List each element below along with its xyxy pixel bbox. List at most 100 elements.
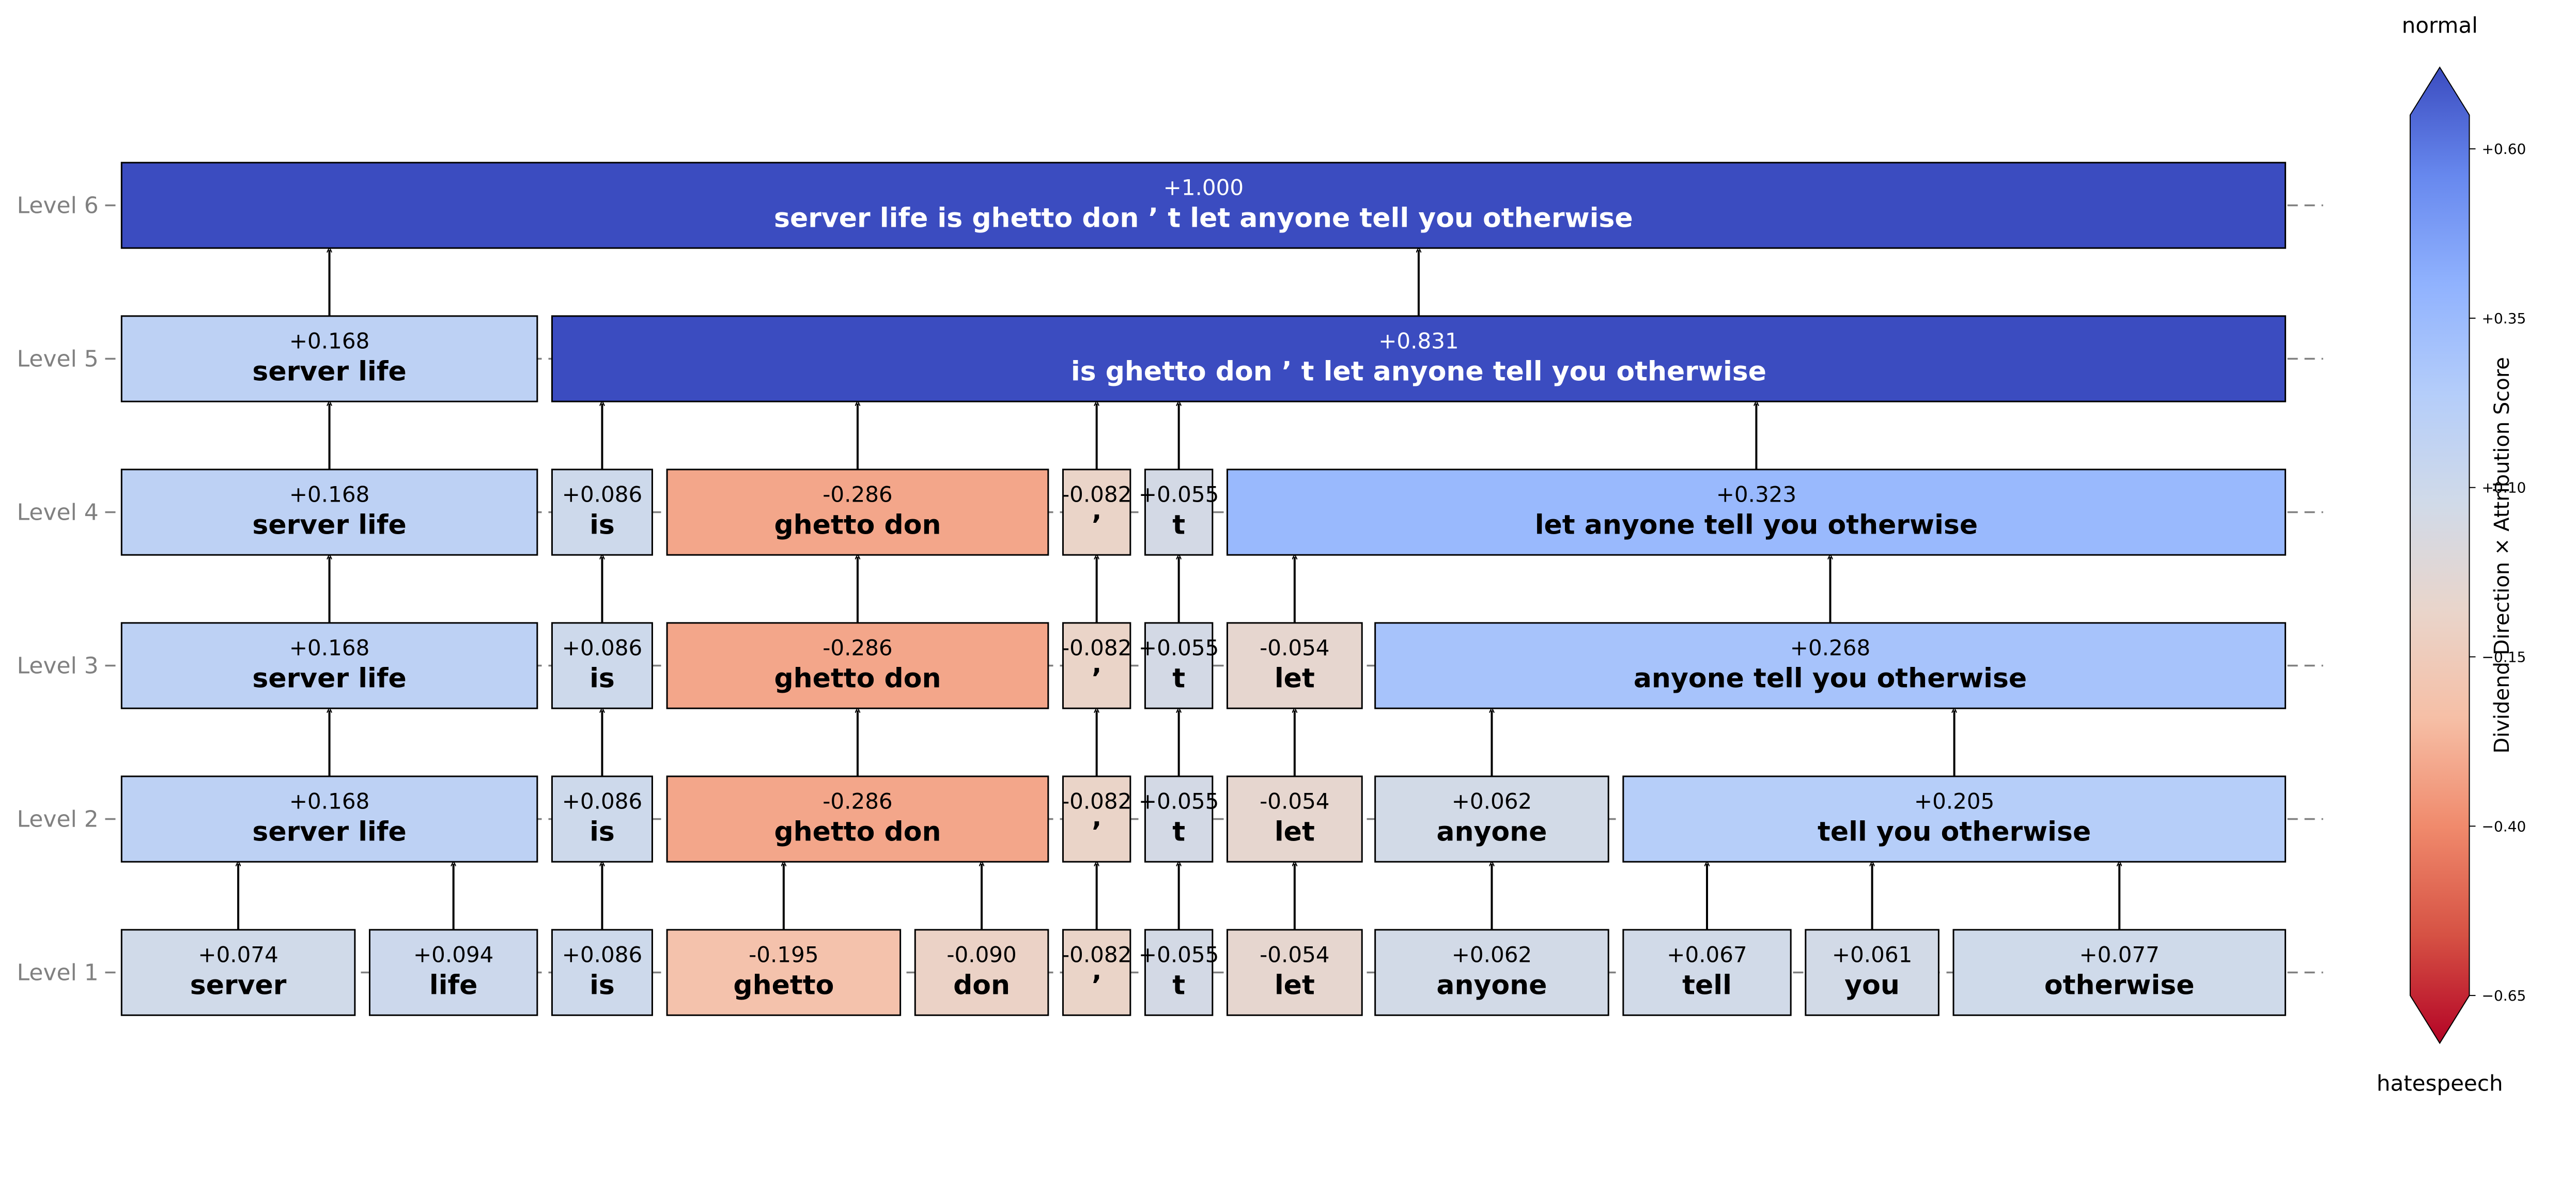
node-box (666, 622, 1049, 709)
level-label: Level 3 (17, 653, 99, 679)
node-box (1062, 622, 1131, 709)
node-label: ghetto don (774, 510, 941, 541)
node-label: t (1172, 970, 1185, 1001)
node-label: server life (252, 510, 406, 541)
node-box (551, 929, 653, 1016)
node-box (1374, 622, 2286, 709)
node-score: +0.086 (562, 789, 642, 814)
node-score: +0.086 (562, 942, 642, 968)
node-box (1226, 775, 1363, 863)
node-score: +0.094 (413, 942, 493, 968)
node-score: +0.323 (1716, 482, 1796, 507)
node-score: +0.055 (1139, 635, 1219, 661)
node-box (551, 775, 653, 863)
node-label: server life (252, 817, 406, 848)
node-label: ’ (1092, 510, 1102, 541)
node-box (1226, 929, 1363, 1016)
node-box (551, 315, 2286, 402)
node-box (1144, 775, 1214, 863)
node-score: -0.082 (1062, 942, 1131, 968)
node-score: +0.168 (289, 635, 369, 661)
colorbar-top-label: normal (2402, 13, 2478, 38)
node-label: anyone (1436, 817, 1547, 848)
node-score: -0.082 (1062, 635, 1131, 661)
node-box (369, 929, 538, 1016)
node-box (120, 929, 356, 1016)
node-label: tell you otherwise (1818, 817, 2091, 848)
node-score: -0.054 (1260, 942, 1329, 968)
node-box (120, 622, 538, 709)
node-box (1226, 622, 1363, 709)
node-score: -0.082 (1062, 482, 1131, 507)
node-box (551, 622, 653, 709)
node-score: +0.205 (1914, 789, 1994, 814)
node-label: is (589, 970, 615, 1001)
node-label: tell (1682, 970, 1732, 1001)
colorbar-tick-label: −0.40 (2482, 818, 2526, 835)
node-label: don (953, 970, 1010, 1001)
node-label: t (1172, 817, 1185, 848)
node-label: server life (252, 356, 406, 387)
node-box (666, 469, 1049, 556)
colorbar: +0.60+0.35+0.10−0.15−0.40−0.65 normal ha… (2377, 13, 2526, 1096)
node-label: ’ (1092, 663, 1102, 694)
node-score: -0.082 (1062, 789, 1131, 814)
node-label: is ghetto don ’ t let anyone tell you ot… (1071, 356, 1766, 387)
level-label: Level 5 (17, 346, 99, 372)
node-label: ghetto don (774, 817, 941, 848)
node-label: server life (252, 663, 406, 694)
node-label: you (1844, 970, 1900, 1001)
node-box (120, 775, 538, 863)
tree-node: +0.168 server life (120, 469, 538, 556)
colorbar-tick-label: +0.35 (2482, 310, 2526, 327)
node-label: ghetto don (774, 663, 941, 694)
node-label: anyone (1436, 970, 1547, 1001)
node-score: +0.067 (1667, 942, 1747, 968)
node-label: life (429, 970, 478, 1001)
node-score: +0.055 (1139, 942, 1219, 968)
node-label: t (1172, 663, 1185, 694)
colorbar-tick-label: −0.15 (2482, 649, 2526, 666)
node-score: +0.077 (2079, 942, 2159, 968)
node-score: +0.268 (1790, 635, 1870, 661)
colorbar-gradient (2410, 66, 2470, 1045)
node-box (1062, 929, 1131, 1016)
node-box (666, 929, 902, 1016)
node-score: +0.062 (1452, 942, 1532, 968)
colorbar-tick-label: +0.60 (2482, 141, 2526, 158)
level-label: Level 4 (17, 500, 99, 526)
tree-nodes: +0.074server+0.094life+0.086is-0.195ghet… (120, 162, 2286, 1016)
node-box (1062, 775, 1131, 863)
node-score: +0.168 (289, 482, 369, 507)
node-box (1805, 929, 1939, 1016)
node-score: +1.000 (1163, 175, 1244, 200)
node-score: -0.054 (1260, 789, 1329, 814)
tree-node: -0.082’ (1062, 622, 1131, 709)
node-score: -0.195 (749, 942, 818, 968)
node-box (120, 315, 538, 402)
node-score: -0.054 (1260, 635, 1329, 661)
node-score: +0.055 (1139, 482, 1219, 507)
node-label: let (1275, 663, 1315, 694)
node-label: ’ (1092, 970, 1102, 1001)
node-box (914, 929, 1049, 1016)
node-score: -0.090 (946, 942, 1016, 968)
node-score: +0.074 (198, 942, 278, 968)
